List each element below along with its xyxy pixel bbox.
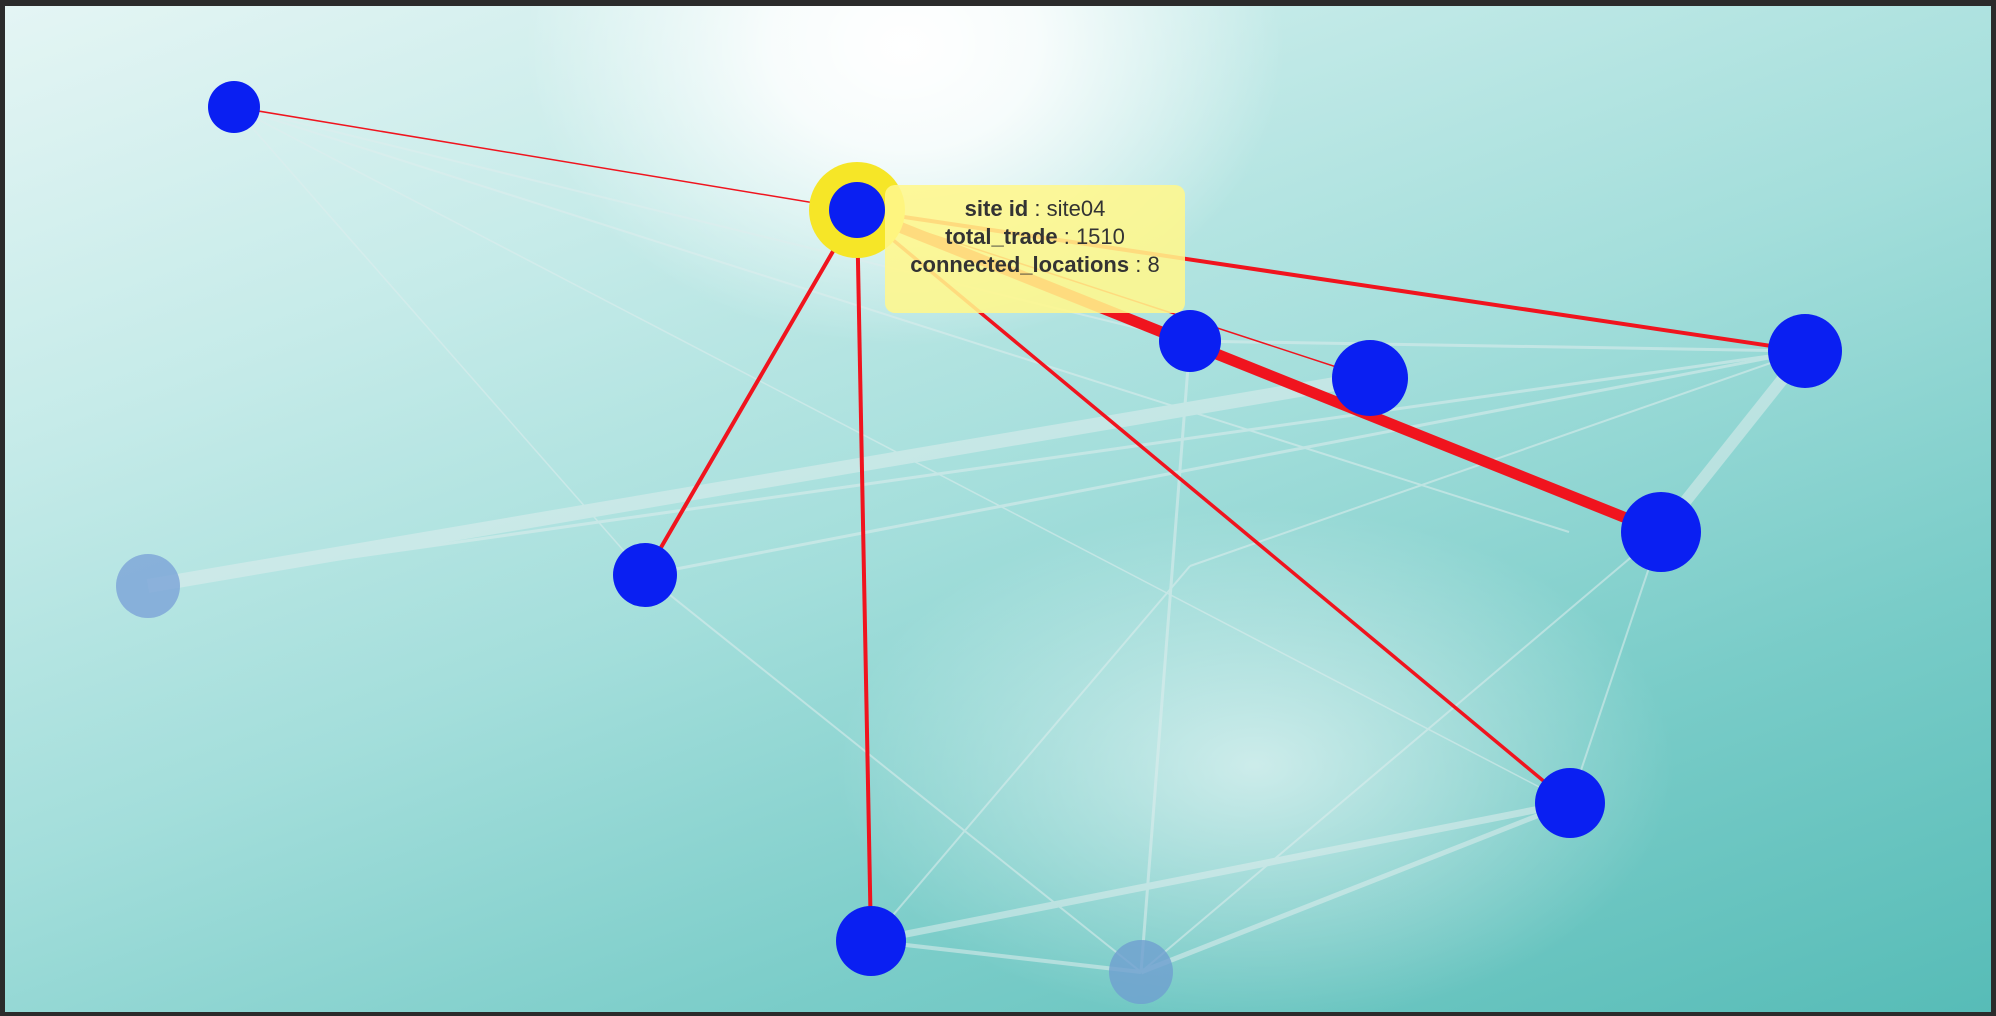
faded-edges [146, 106, 1810, 975]
faded-edge [1140, 531, 1662, 973]
node-mid[interactable] [613, 543, 677, 607]
faded-edge [1139, 340, 1192, 973]
tooltip-value: 1510 [1075, 224, 1125, 249]
nodes [116, 81, 1842, 1004]
tooltip-key: site id [964, 196, 1029, 221]
node-right-bottom[interactable] [1535, 768, 1605, 838]
tooltip-row-total-trade: total_trade : 1510 [945, 224, 1125, 249]
faded-edge [233, 106, 1570, 533]
faded-edge [1140, 800, 1571, 975]
faded-edge [146, 371, 1372, 593]
edge-site04-topleft[interactable] [233, 106, 858, 211]
network-graph [116, 81, 1842, 1004]
faded-edge [870, 799, 1571, 945]
tooltip-row-site-id: site id : site04 [964, 196, 1106, 221]
node-far-right[interactable] [1768, 314, 1842, 388]
tooltip-value: site04 [1046, 196, 1106, 221]
faded-edge [1189, 350, 1806, 567]
node-right-mid[interactable] [1621, 492, 1701, 572]
edge-site04-bottom[interactable] [855, 209, 873, 942]
faded-edge [870, 939, 1142, 974]
faded-edge [1189, 339, 1806, 353]
node-site04[interactable] [829, 182, 885, 238]
faded-edge [147, 349, 1806, 588]
node-bottom[interactable] [836, 906, 906, 976]
node-top-left[interactable] [208, 81, 260, 133]
node-c2[interactable] [1332, 340, 1408, 416]
tooltip-row-connected: connected_locations : 8 [910, 252, 1160, 277]
tooltip-key: connected_locations [910, 252, 1130, 277]
faded-edge [1569, 531, 1662, 804]
faded-edge [644, 574, 1142, 973]
tooltip-value: 8 [1147, 252, 1160, 277]
faded-edge [233, 106, 646, 576]
node-faded-bottom[interactable] [1109, 940, 1173, 1004]
faded-edge [870, 565, 1191, 942]
node-tooltip: site id : site04 total_trade : 1510 conn… [885, 185, 1185, 313]
edge-site04-mid[interactable] [643, 208, 859, 577]
node-c1[interactable] [1159, 310, 1221, 372]
faded-edge [644, 349, 1806, 577]
tooltip-key: total_trade [945, 224, 1058, 249]
network-canvas[interactable]: site id : site04 total_trade : 1510 conn… [5, 6, 1991, 1012]
node-faded-left[interactable] [116, 554, 180, 618]
